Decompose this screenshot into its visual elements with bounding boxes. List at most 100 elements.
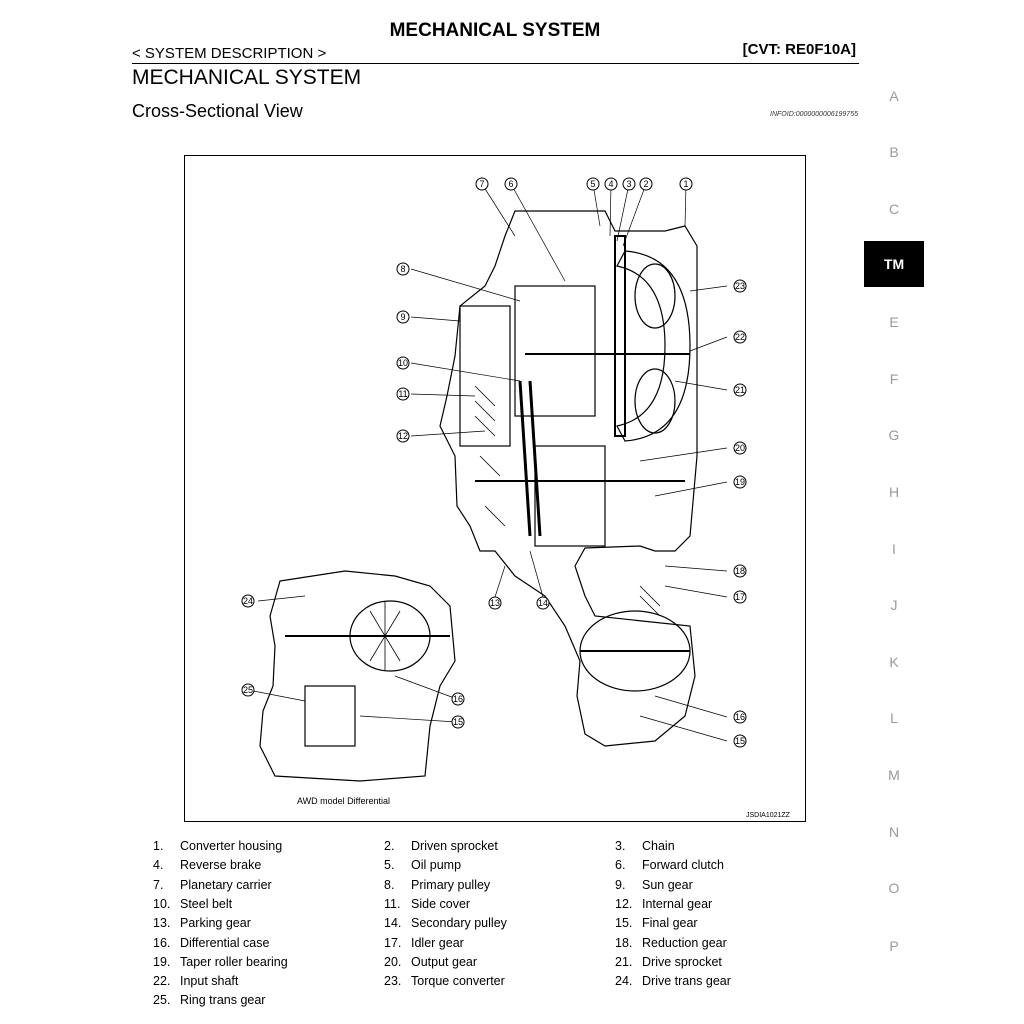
legend-item: 22.Input shaft xyxy=(153,974,238,988)
svg-text:19: 19 xyxy=(735,477,745,487)
side-tab-e[interactable]: E xyxy=(889,314,899,330)
side-tab-g[interactable]: G xyxy=(888,427,900,443)
legend-item: 13.Parking gear xyxy=(153,916,251,930)
callout-5: 5 xyxy=(586,177,600,191)
side-tab-h[interactable]: H xyxy=(888,484,900,500)
section-subtitle: Cross-Sectional View xyxy=(132,101,303,121)
legend-item: 12.Internal gear xyxy=(615,897,712,911)
legend-label: Torque converter xyxy=(411,974,505,989)
svg-text:21: 21 xyxy=(735,385,745,395)
svg-text:7: 7 xyxy=(479,179,484,189)
figure-id: JSDIA1021ZZ xyxy=(746,812,790,819)
legend-item: 18.Reduction gear xyxy=(615,936,727,950)
legend-label: Planetary carrier xyxy=(180,877,272,892)
side-tab-j[interactable]: J xyxy=(890,597,898,613)
legend-label: Input shaft xyxy=(180,974,239,989)
side-tab-c[interactable]: C xyxy=(888,201,900,217)
legend-label: Final gear xyxy=(642,916,698,931)
side-tab-tm[interactable]: TM xyxy=(864,241,924,287)
side-tab-l[interactable]: L xyxy=(890,710,898,726)
page-header-title: MECHANICAL SYSTEM xyxy=(389,20,601,41)
side-tab-b[interactable]: B xyxy=(889,144,899,160)
legend-label: Primary pulley xyxy=(411,877,491,892)
legend-item: 10.Steel belt xyxy=(153,897,232,911)
svg-text:11: 11 xyxy=(398,389,407,399)
legend-item: 15.Final gear xyxy=(615,916,698,930)
legend-number: 20. xyxy=(384,954,402,969)
side-tab-p[interactable]: P xyxy=(889,938,899,954)
svg-text:16: 16 xyxy=(735,712,745,722)
svg-text:22: 22 xyxy=(735,332,745,342)
side-tab-k[interactable]: K xyxy=(889,654,899,670)
legend-item: 6.Forward clutch xyxy=(615,858,724,872)
callout-20: 20 xyxy=(733,441,747,455)
legend-item: 25.Ring trans gear xyxy=(153,993,265,1007)
side-tab-o[interactable]: O xyxy=(888,880,900,896)
legend-label: Idler gear xyxy=(411,935,464,950)
legend-number: 16. xyxy=(153,935,171,950)
svg-text:3: 3 xyxy=(626,179,631,189)
callout-17: 17 xyxy=(733,590,747,604)
torque-converter-lower xyxy=(634,368,676,434)
callout-11: 11 xyxy=(396,387,410,401)
figure-callouts: 7 6 5 4 3 2 1 8 9 10 11 12 23 22 21 20 1… xyxy=(241,177,747,748)
primary-pulley xyxy=(514,285,596,417)
svg-text:2: 2 xyxy=(643,179,648,189)
legend-item: 1. Converter housing xyxy=(153,839,282,853)
svg-text:9: 9 xyxy=(400,312,405,322)
legend-item: 7. Planetary carrier xyxy=(153,878,272,892)
legend-label: Output gear xyxy=(411,954,478,969)
legend-label: Internal gear xyxy=(642,896,713,911)
svg-text:1: 1 xyxy=(683,179,688,189)
svg-text:12: 12 xyxy=(398,431,408,441)
callout-awd-15: 15 xyxy=(451,715,465,729)
legend-number: 19. xyxy=(153,954,171,969)
legend-label: Steel belt xyxy=(180,896,233,911)
cross-section-drawing: 7 6 5 4 3 2 1 8 9 10 11 12 23 22 21 20 1… xyxy=(241,177,747,782)
callout-16: 16 xyxy=(733,710,747,724)
callout-awd-25: 25 xyxy=(241,683,255,697)
cross-section-figure: 7 6 5 4 3 2 1 8 9 10 11 12 23 22 21 20 1… xyxy=(184,155,806,822)
callout-23: 23 xyxy=(733,279,747,293)
legend-label: Converter housing xyxy=(180,839,283,853)
callout-4: 4 xyxy=(604,177,618,191)
side-tab-n[interactable]: N xyxy=(888,824,900,840)
legend-item: 3.Chain xyxy=(615,839,675,853)
callout-22: 22 xyxy=(733,330,747,344)
legend-label: Driven sprocket xyxy=(411,839,498,853)
callout-14: 14 xyxy=(536,596,550,610)
legend-label: Drive sprocket xyxy=(642,954,722,969)
svg-text:15: 15 xyxy=(735,736,745,746)
legend-item: 24.Drive trans gear xyxy=(615,974,731,988)
model-code: [CVT: RE0F10A] xyxy=(742,41,856,58)
secondary-pulley xyxy=(534,445,606,547)
legend-item: 21. Drive sprocket xyxy=(615,955,722,969)
legend-number: 4. xyxy=(153,858,164,873)
legend-label: Taper roller bearing xyxy=(180,954,288,969)
side-tab-i[interactable]: I xyxy=(892,541,896,557)
legend-number: 3. xyxy=(615,839,626,853)
svg-text:8: 8 xyxy=(400,264,405,274)
side-tab-m[interactable]: M xyxy=(888,767,900,783)
side-tab-f[interactable]: F xyxy=(889,371,899,387)
svg-text:15: 15 xyxy=(453,717,463,727)
transmission-case-outline xyxy=(439,210,698,747)
callout-awd-24: 24 xyxy=(241,594,255,608)
torque-converter-upper xyxy=(634,263,676,329)
legend-item: 9.Sun gear xyxy=(615,878,693,892)
svg-text:13: 13 xyxy=(490,598,500,608)
svg-text:16: 16 xyxy=(453,694,463,704)
legend-number: 9. xyxy=(615,877,626,892)
legend-number: 21. xyxy=(615,954,633,969)
callout-2: 2 xyxy=(639,177,653,191)
callout-6: 6 xyxy=(504,177,518,191)
legend-number: 1. xyxy=(153,839,164,853)
legend-label: Forward clutch xyxy=(642,858,724,873)
svg-text:6: 6 xyxy=(508,179,513,189)
callout-13: 13 xyxy=(488,596,502,610)
legend-number: 18. xyxy=(615,935,633,950)
legend-number: 7. xyxy=(153,877,164,892)
callout-18: 18 xyxy=(733,564,747,578)
section-title: MECHANICAL SYSTEM xyxy=(132,66,362,89)
side-tab-a[interactable]: A xyxy=(889,88,899,104)
